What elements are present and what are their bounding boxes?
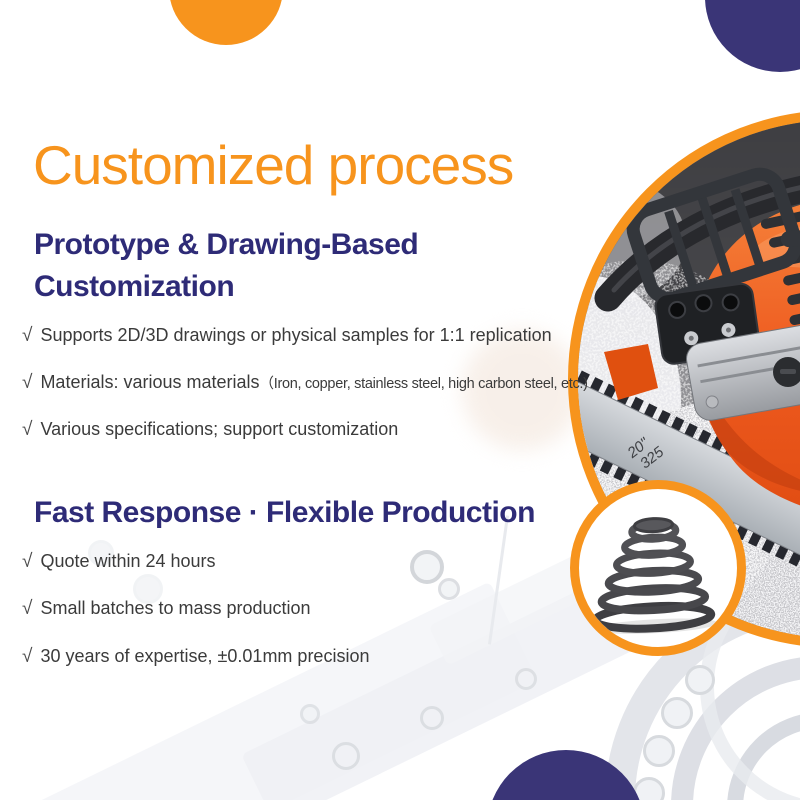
orange-bracket [604, 344, 658, 400]
checkmark-icon: √ [22, 372, 33, 393]
bolt-head [515, 668, 537, 690]
bolt-hole [685, 665, 715, 695]
spring-photo-circle [570, 480, 746, 656]
conical-spring-illustration [591, 517, 718, 634]
section1-heading-line1: Prototype & Drawing-Based [34, 228, 419, 261]
bullet-text: Various specifications; support customiz… [40, 419, 399, 439]
knob-slot [780, 369, 796, 374]
machine-edge [487, 515, 510, 645]
guide-bar: 20" 325 [578, 357, 800, 638]
bullet-text: 30 years of expertise, ±0.01mm precision [40, 646, 370, 666]
checkmark-icon: √ [22, 325, 33, 346]
lens-part [438, 578, 460, 600]
bullet-text: Quote within 24 hours [40, 551, 216, 571]
bolt-hole [643, 735, 675, 767]
crankcase [686, 323, 800, 421]
bullet-row: √ Materials: various materials（Iron, copp… [22, 372, 588, 394]
bullet-row: √ Various specifications; support customi… [22, 419, 398, 441]
bullet-note: （Iron, copper, stainless steel, high car… [259, 376, 588, 392]
checkmark-icon: √ [22, 598, 33, 619]
flange-ring-mid [671, 656, 800, 800]
bullet-row: √ Supports 2D/3D drawings or physical sam… [22, 325, 552, 347]
section2-heading-line1: Fast Response · Flexible Production [34, 496, 535, 529]
bolt-head [420, 706, 444, 730]
bolt-head [332, 742, 360, 770]
section2-heading: Fast Response · Flexible Production [34, 492, 535, 534]
bullet-text: Materials: various materials [40, 372, 260, 392]
bullet-row: √ Quote within 24 hours [22, 551, 216, 573]
bolt-head [300, 704, 320, 724]
checkmark-icon: √ [22, 551, 33, 572]
checkmark-icon: √ [22, 646, 33, 667]
lens-part [410, 550, 444, 584]
bolt-hole [661, 697, 693, 729]
bullet-text: Small batches to mass production [40, 598, 311, 618]
page-title: Customized process [33, 134, 514, 196]
spring-top-cap [633, 517, 674, 534]
bullet-row: √ 30 years of expertise, ±0.01mm precisio… [22, 646, 369, 668]
section1-heading: Prototype & Drawing-Based Customization [34, 224, 419, 308]
flange-ring-inner [727, 712, 800, 800]
section1-heading-line2: Customization [34, 270, 235, 303]
checkmark-icon: √ [22, 419, 33, 440]
bullet-text: Supports 2D/3D drawings or physical samp… [40, 325, 552, 345]
bullet-row: √ Small batches to mass production [22, 598, 311, 620]
hand-guard [626, 167, 800, 305]
